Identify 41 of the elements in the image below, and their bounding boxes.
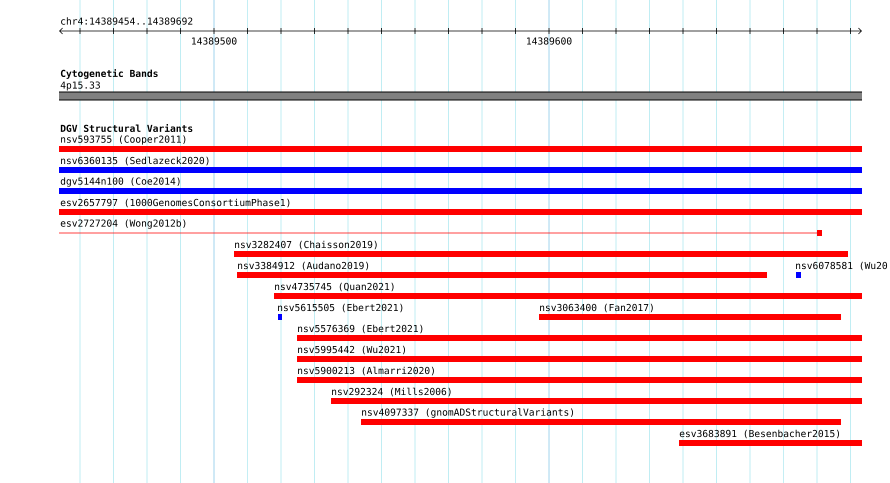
node-label: nsv6078581 (Wu20	[796, 262, 888, 270]
variant-feature: nsv3282407 (Chaisson2019)	[234, 240, 848, 257]
cytoband-bar: 4p15.33	[58, 81, 862, 100]
variant-feature: nsv6360135 (Sedlazeck2020)	[59, 156, 862, 173]
variant-feature: nsv4097337 (gnomADStructuralVariants)	[361, 408, 841, 425]
node-label: nsv3282407 (Chaisson2019)	[235, 240, 377, 250]
node-label: nsv4735745 (Quan2021)	[275, 282, 394, 292]
node-label: nsv5576369 (Ebert2021)	[298, 324, 422, 334]
node-label: nsv6360135 (Sedlazeck2020)	[61, 156, 208, 166]
variant-feature: nsv3384912 (Audano2019)	[237, 262, 767, 278]
track-title: DGV Structural Variants	[60, 124, 192, 132]
variant-feature: nsv292324 (Mills2006)	[331, 388, 862, 404]
variant-feature: nsv593755 (Cooper2011)	[59, 135, 862, 152]
node-label: nsv3063400 (Fan2017)	[540, 304, 653, 312]
range-label: chr4:14389454..14389692	[61, 17, 192, 25]
variant-feature: esv3683891 (Besenbacher2015)	[679, 430, 862, 446]
node-label: esv2657797 (1000GenomesConsortiumPhase1)	[60, 198, 290, 208]
variant-feature: nsv5900213 (Almarri2020)	[297, 366, 862, 383]
node-label: esv3683891 (Besenbacher2015)	[680, 430, 840, 438]
variant-feature: nsv5576369 (Ebert2021)	[297, 324, 862, 341]
node-label: nsv4097337 (gnomADStructuralVariants)	[362, 408, 574, 418]
node-label: nsv5995442 (Wu2021)	[298, 346, 406, 354]
position-label: 14389600	[527, 37, 572, 45]
variant-feature: nsv5995442 (Wu2021)	[297, 346, 862, 362]
variant-feature: nsv4735745 (Quan2021)	[274, 282, 862, 299]
track-title: Cytogenetic Bands	[60, 69, 158, 79]
variant-feature: esv2657797 (1000GenomesConsortiumPhase1)	[59, 198, 862, 215]
variant-feature: nsv6078581 (Wu20	[796, 262, 888, 278]
node-label: dgv5144n100 (Coe2014)	[60, 177, 180, 187]
node-label: nsv593755 (Cooper2011)	[61, 135, 186, 145]
node-label: nsv5900213 (Almarri2020)	[298, 366, 434, 376]
node-label: nsv3384912 (Audano2019)	[238, 262, 368, 270]
variant-feature: dgv5144n100 (Coe2014)	[59, 177, 862, 194]
node-label: nsv292324 (Mills2006)	[332, 388, 451, 396]
variant-feature: esv2727204 (Wong2012b)	[58, 219, 822, 236]
position-label: 14389500	[192, 37, 236, 45]
node-label: 4p15.33	[60, 81, 100, 91]
variant-feature: nsv5615505 (Ebert2021)	[278, 304, 402, 320]
node-label: nsv5615505 (Ebert2021)	[278, 304, 402, 312]
node-label: esv2727204 (Wong2012b)	[60, 219, 186, 229]
variant-feature: nsv3063400 (Fan2017)	[539, 304, 841, 320]
